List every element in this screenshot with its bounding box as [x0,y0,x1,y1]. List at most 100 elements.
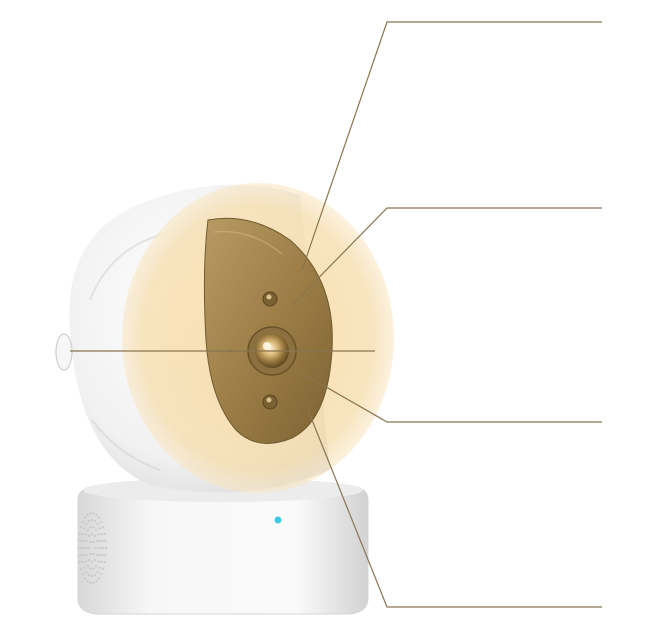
grille-hole [81,560,84,564]
grille-hole [86,553,89,557]
grille-hole [83,539,86,542]
ir-led-bottom [262,394,278,410]
grille-hole [82,546,85,550]
grille-hole [104,546,107,550]
grille-hole [100,520,103,524]
grille-hole [99,546,102,550]
grille-hole [90,574,94,578]
grille-hole [101,554,104,557]
grille-hole [98,554,101,557]
grille-hole [98,539,101,542]
grille-hole [81,572,84,576]
grille-hole [93,519,96,523]
grille-hole [95,539,98,543]
speaker-grille [77,512,107,584]
grille-hole [104,554,107,557]
grille-hole [97,577,100,580]
grille-hole [85,522,88,525]
grille-hole [86,565,89,568]
grille-hole [93,534,96,538]
grille-hole [78,561,81,564]
grille-hole [92,526,95,529]
grille-hole [90,532,94,536]
grille-hole [79,546,83,550]
grille-hole [80,554,83,557]
grille-hole [88,546,91,550]
grille-hole [86,539,89,543]
grille-hole [100,532,103,536]
grille-hole [96,546,99,550]
grille-hole [77,539,80,542]
callout-line-top [301,21,602,271]
grille-hole [98,527,101,530]
grille-hole [103,532,106,535]
grille-hole [90,560,94,564]
grille-hole [83,527,86,530]
grille-hole [81,520,84,524]
grille-hole [86,528,89,531]
grille-hole [92,553,95,556]
grille-hole [78,532,81,535]
grille-hole [96,522,99,525]
grille-hole [83,566,86,569]
grille-hole [83,554,86,557]
grille-hole [84,560,87,563]
callout-line-lower [307,409,602,608]
grille-hole [77,554,80,557]
callout-marker [310,349,314,353]
side-button [55,333,73,371]
grille-hole [89,512,92,515]
grille-hole [95,580,98,583]
grille-hole [95,513,98,516]
grille-hole [88,534,91,538]
grille-hole [93,559,96,562]
grille-hole [95,553,98,557]
grille-hole [89,581,92,584]
grille-hole [93,546,96,550]
grille-hole [84,577,87,580]
grille-hole [97,516,100,519]
grille-hole [86,513,89,516]
grille-hole [79,526,82,529]
grille-hole [79,567,82,570]
grille-hole [88,573,91,577]
callout-lines [70,21,602,608]
grille-hole [103,561,106,564]
grille-hole [80,539,83,542]
grille-hole [95,528,98,531]
ir-led-top [262,291,278,307]
grille-hole [86,580,89,583]
camera-base [77,478,369,615]
grille-hole [100,560,103,564]
grille-hole [89,540,92,544]
grille-hole [92,540,95,544]
grille-hole [92,581,95,584]
callout-line-upper [291,207,602,306]
grille-hole [104,539,107,542]
grille-hole [90,518,94,522]
status-led [274,516,282,524]
grille-hole [93,573,96,577]
grille-hole [84,516,87,519]
grille-hole [88,519,91,523]
grille-hole [101,546,105,550]
grille-hole [81,532,84,536]
grille-hole [77,546,80,550]
grille-hole [101,539,104,542]
grille-hole [85,571,88,574]
grille-hole [89,567,92,570]
grille-hole [89,526,92,529]
grille-hole [98,566,101,569]
callout-line-middle [299,371,602,423]
grille-hole [84,533,87,536]
grille-hole [102,567,105,570]
grille-hole [92,512,95,515]
grille-hole [102,526,105,529]
grille-hole [95,565,98,568]
grille-hole [85,546,88,550]
grille-hole [97,533,100,536]
grille-hole [100,572,103,576]
grille-hole [97,560,100,563]
grille-hole [88,559,91,562]
